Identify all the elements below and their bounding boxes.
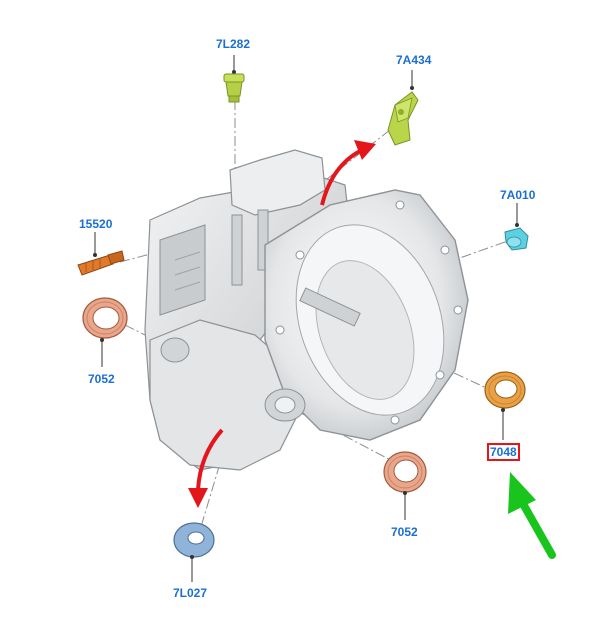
- removal-arrow-bottom: [188, 428, 224, 508]
- label-7L282[interactable]: 7L282: [216, 37, 251, 51]
- part-7A434[interactable]: [387, 70, 419, 146]
- label-7052-bottom[interactable]: 7052: [391, 525, 418, 539]
- transmission-housing: [144, 149, 469, 471]
- part-7L027[interactable]: [173, 522, 215, 582]
- label-7L027[interactable]: 7L027: [173, 586, 208, 600]
- part-7L282[interactable]: [223, 55, 245, 103]
- removal-arrow-top: [320, 140, 376, 206]
- label-7A434[interactable]: 7A434: [396, 53, 432, 67]
- label-15520[interactable]: 15520: [79, 217, 113, 231]
- part-7A010[interactable]: [504, 203, 529, 251]
- part-7048[interactable]: [484, 371, 526, 440]
- label-7A010[interactable]: 7A010: [500, 188, 536, 202]
- part-7052-bottom[interactable]: [383, 451, 427, 520]
- label-7048[interactable]: 7048: [487, 443, 520, 461]
- part-15520[interactable]: [77, 232, 125, 276]
- green-pointer-arrow: [508, 472, 556, 559]
- label-7052-left[interactable]: 7052: [88, 372, 115, 386]
- part-7052-left[interactable]: [82, 297, 128, 367]
